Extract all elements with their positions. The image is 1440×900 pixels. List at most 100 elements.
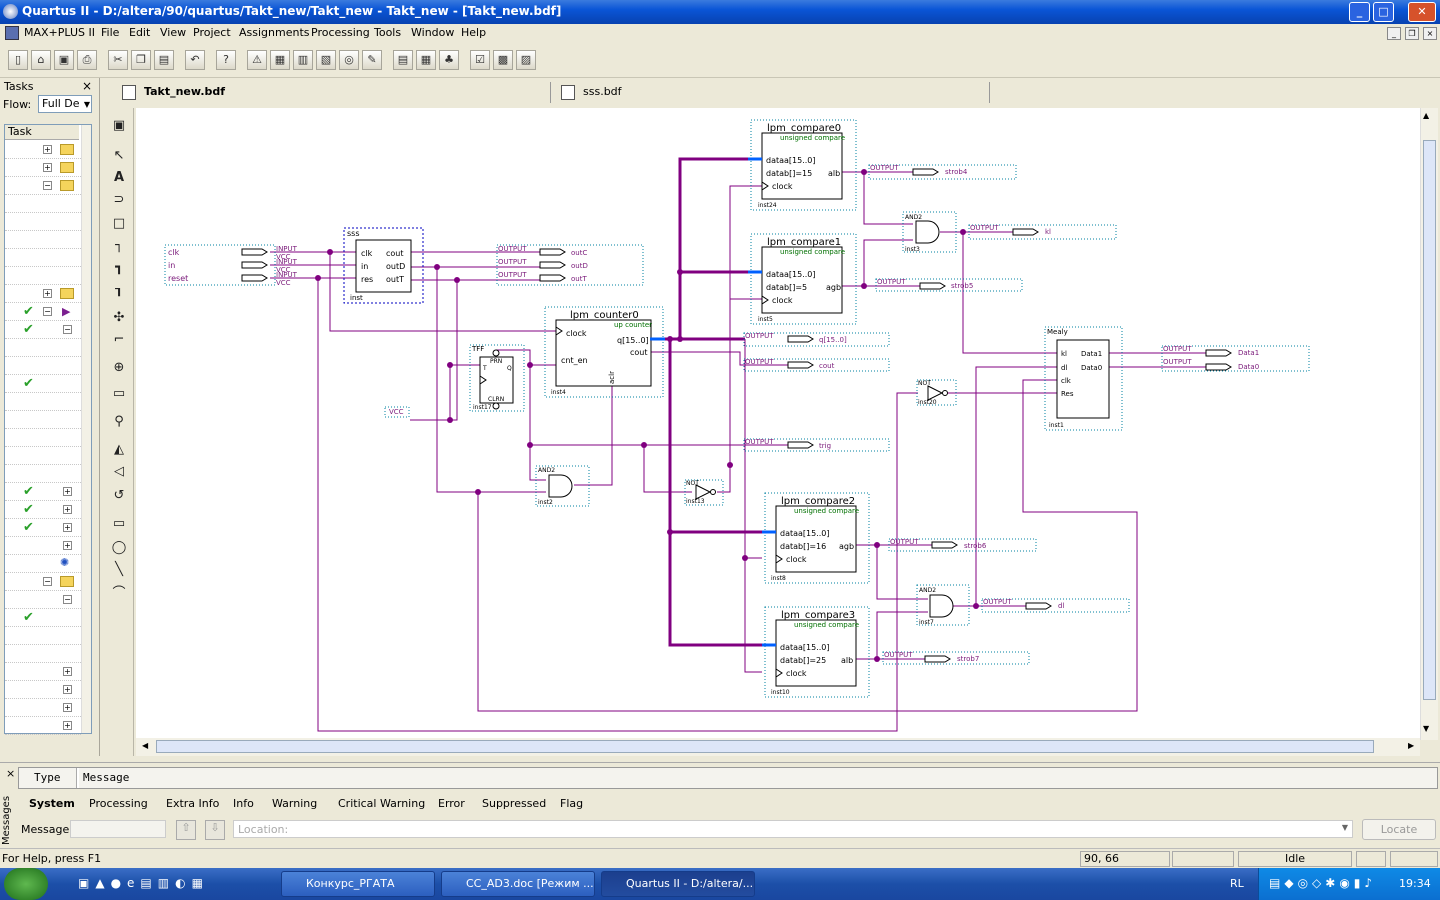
help-pointer-icon[interactable]: ? (216, 50, 236, 70)
tab-flag[interactable]: Flag (560, 797, 584, 810)
start-button[interactable] (4, 868, 48, 900)
schematic-canvas[interactable]: clk in reset INPUT INPUT INPUT VCC VCC V… (136, 108, 1420, 738)
expand-icon[interactable]: + (43, 289, 52, 298)
and2-gate-mid[interactable]: AND2 inst2 (535, 465, 590, 507)
menu-help[interactable]: Help (461, 26, 487, 39)
flip-vertical-icon[interactable]: ◁ (114, 464, 124, 479)
lpm-compare3-block[interactable]: lpm_compare3 unsigned compare dataa[15..… (762, 606, 870, 698)
scroll-down-icon[interactable]: ▼ (1423, 724, 1430, 733)
collapse-icon[interactable]: − (43, 307, 52, 316)
chevron-down-icon[interactable]: ▼ (1341, 823, 1348, 832)
message-field[interactable] (70, 820, 166, 838)
programmer-chip-icon[interactable]: ✺ (60, 556, 70, 569)
analysis-icon[interactable]: ▦ (416, 50, 436, 70)
text-tool-icon[interactable]: A (113, 170, 125, 185)
taskbar-item-quartus[interactable]: Quartus II - D:/altera/... (601, 871, 755, 897)
tasks-vscrollbar[interactable] (81, 125, 91, 733)
lpm-compare0-block[interactable]: lpm_compare0 unsigned compare dataa[15..… (748, 119, 857, 211)
not-gate-right[interactable]: NOT inst20 (916, 379, 957, 406)
mdi-minimize-icon[interactable]: _ (1387, 27, 1401, 40)
collapse-icon[interactable]: − (63, 325, 72, 334)
taskbar-item-folder[interactable]: Конкурс_РГАТА (281, 871, 435, 897)
expand-icon[interactable]: + (63, 505, 72, 514)
quick-launch-icons[interactable]: ▣▲●e▤▥◐▦ (78, 876, 209, 890)
collapse-icon[interactable]: − (63, 595, 72, 604)
hscroll-thumb[interactable] (156, 740, 1374, 753)
not-gate-mid[interactable]: NOT inst13 (684, 479, 724, 506)
symbol-tool-icon[interactable]: ⊃ (113, 192, 125, 207)
tab-system[interactable]: System (29, 797, 75, 810)
lpm-compare1-block[interactable]: lpm_compare1 unsigned compare dataa[15..… (748, 233, 857, 325)
expand-icon[interactable]: + (63, 721, 72, 730)
document-icon[interactable] (5, 26, 19, 40)
messages-close-icon[interactable]: × (6, 767, 16, 780)
tab-takt-new[interactable]: Takt_new.bdf (112, 82, 552, 103)
full-screen-icon[interactable]: ▭ (112, 386, 126, 401)
start-compilation-icon[interactable]: ▤ (393, 50, 413, 70)
menu-project[interactable]: Project (193, 26, 231, 39)
maximize-button[interactable]: □ (1373, 2, 1394, 22)
rectangle-tool-icon[interactable]: ▭ (112, 516, 126, 531)
flow-select[interactable]: Full De ▼ (38, 95, 92, 113)
messages-list[interactable]: Type Message (18, 767, 1438, 789)
expand-icon[interactable]: + (63, 685, 72, 694)
block-tool-icon[interactable]: □ (112, 216, 126, 231)
tab-error[interactable]: Error (438, 797, 465, 810)
settings-icon[interactable]: ✎ (362, 50, 382, 70)
programmer-icon[interactable]: ▨ (516, 50, 536, 70)
tab-critical-warning[interactable]: Critical Warning (338, 797, 426, 810)
detach-window-icon[interactable]: ▣ (112, 118, 126, 133)
canvas-hscrollbar[interactable]: ◀ ▶ (136, 738, 1420, 756)
compile-settings-icon[interactable]: ▦ (270, 50, 290, 70)
vscroll-thumb[interactable] (1423, 140, 1436, 700)
lpm-counter0-block[interactable]: lpm_counter0 up counter clock q[15..0] c… (544, 306, 665, 398)
language-indicator[interactable]: RL (1230, 877, 1244, 890)
tab-warning[interactable]: Warning (272, 797, 318, 810)
scroll-up-icon[interactable]: ▲ (1423, 111, 1430, 120)
zoom-tool-icon[interactable]: ⊕ (113, 360, 125, 375)
warning-triangle-icon[interactable]: ⚠ (247, 50, 267, 70)
menu-tools[interactable]: Tools (374, 26, 402, 39)
timing-analyzer-icon[interactable]: ☑ (470, 50, 490, 70)
col-type[interactable]: Type (19, 768, 77, 788)
find-binoculars-icon[interactable]: ⚲ (114, 414, 124, 429)
oval-tool-icon[interactable]: ◯ (111, 540, 127, 555)
input-pins[interactable]: clk in reset INPUT INPUT INPUT VCC VCC V… (164, 244, 298, 287)
mdi-close-icon[interactable]: × (1423, 27, 1437, 40)
orthogonal-bus-tool-icon[interactable]: ┓ (115, 260, 123, 275)
scroll-right-icon[interactable]: ▶ (1408, 741, 1415, 750)
assignment-editor-icon[interactable]: ▥ (293, 50, 313, 70)
up-arrow-icon[interactable]: ⇧ (176, 820, 196, 840)
mealy-block[interactable]: Mealy kl dl clk Res Data1 Data0 inst1 (1044, 326, 1123, 431)
and2-gate-top[interactable]: AND2 inst3 (902, 211, 957, 253)
locate-button[interactable]: Locate (1362, 819, 1436, 840)
pin-planner-icon[interactable]: ▧ (316, 50, 336, 70)
rotate-left-icon[interactable]: ↺ (113, 488, 125, 503)
new-file-icon[interactable]: ▯ (8, 50, 28, 70)
collapse-icon[interactable]: − (43, 577, 52, 586)
menu-file[interactable]: File (101, 26, 120, 39)
scroll-left-icon[interactable]: ◀ (142, 741, 149, 750)
expand-icon[interactable]: + (63, 541, 72, 550)
undo-icon[interactable]: ↶ (185, 50, 205, 70)
down-arrow-icon[interactable]: ⇩ (205, 820, 225, 840)
paste-icon[interactable]: ▤ (154, 50, 174, 70)
collapse-icon[interactable]: − (43, 181, 52, 190)
chip-planner-icon[interactable]: ◎ (339, 50, 359, 70)
menu-edit[interactable]: Edit (129, 26, 151, 39)
menu-maxplus[interactable]: MAX+PLUS II (24, 26, 96, 39)
tff-block[interactable]: TFF PRN CLRN T Q inst17 (469, 344, 525, 412)
line-tool-icon[interactable]: ╲ (115, 562, 123, 577)
lpm-compare2-block[interactable]: lpm_compare2 unsigned compare dataa[15..… (762, 492, 870, 584)
menu-view[interactable]: View (160, 26, 187, 39)
open-folder-icon[interactable]: ⌂ (31, 50, 51, 70)
tab-processing[interactable]: Processing (89, 797, 148, 810)
tab-extra-info[interactable]: Extra Info (166, 797, 220, 810)
tab-info[interactable]: Info (233, 797, 254, 810)
orthogonal-node-tool-icon[interactable]: ┐ (115, 238, 123, 253)
tasks-tree[interactable]: Task + + − + ✔−▶ ✔− ✔ ✔+ ✔+ ✔+ + ✺ − − ✔… (4, 124, 92, 735)
mdi-restore-icon[interactable]: ❐ (1405, 27, 1419, 40)
minimize-button[interactable]: _ (1349, 2, 1370, 22)
rubberbanding-icon[interactable]: ✣ (113, 310, 125, 325)
taskbar-item-word[interactable]: CC_AD3.doc [Режим ... (441, 871, 595, 897)
